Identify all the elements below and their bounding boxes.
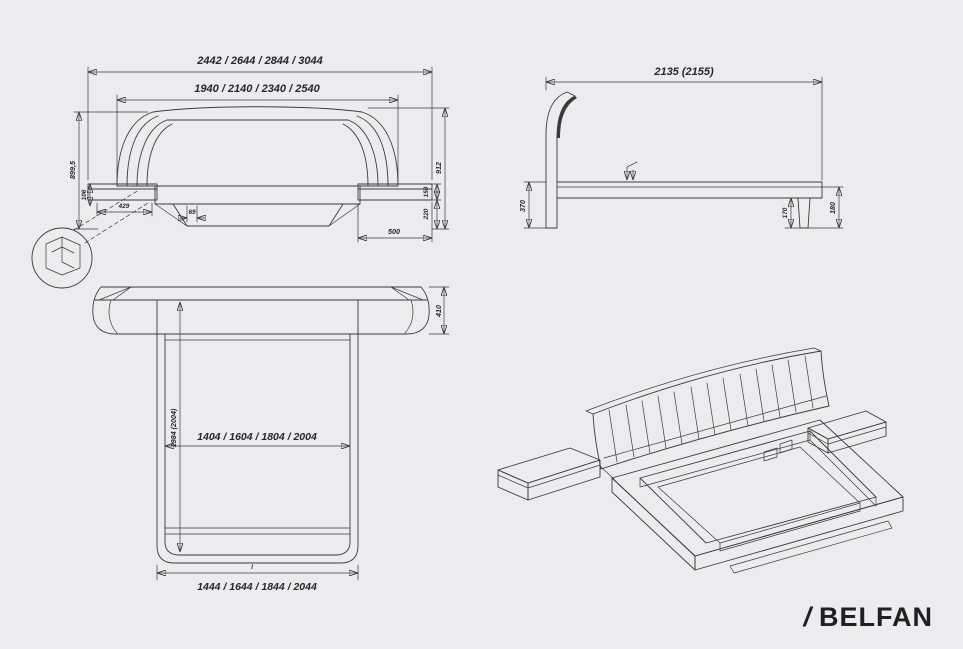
dim-headboard-width: 1940 / 2140 / 2340 / 2540 bbox=[116, 83, 399, 183]
dim-inner-length-label: 1984 (2004) bbox=[169, 408, 178, 447]
dim-nightstand-width-left-label: 429 bbox=[118, 203, 130, 210]
front-view: 2442 / 2644 / 2844 / 3044 1940 / 2140 / … bbox=[68, 55, 450, 243]
dim-rail-height: 370 bbox=[518, 181, 547, 229]
isometric-view bbox=[497, 347, 904, 574]
dim-height-left: 899,5 bbox=[68, 111, 149, 230]
front-headboard bbox=[116, 106, 399, 187]
dim-height-right-label: 912 bbox=[434, 162, 443, 174]
dim-headboard-width-label: 1940 / 2140 / 2340 / 2540 bbox=[194, 83, 320, 95]
dim-nightstand-gap: 106 bbox=[81, 183, 90, 207]
dim-height-left-label: 899,5 bbox=[68, 160, 77, 179]
dim-inner-width-label: 1404 / 1604 / 1804 / 2004 bbox=[197, 431, 317, 443]
dim-inner-width: 1404 / 1604 / 1804 / 2004 bbox=[164, 431, 351, 446]
detail-callout bbox=[31, 189, 149, 289]
dim-outer-width-label: 1444 / 1644 / 1844 / 2044 bbox=[197, 581, 317, 593]
dim-inner-length: 1984 (2004) bbox=[169, 301, 180, 553]
front-bed-frame bbox=[154, 185, 361, 227]
dim-clearance-height-label: 220 bbox=[423, 208, 430, 220]
dim-rail-height-label: 370 bbox=[518, 200, 527, 212]
iso-corner-brackets bbox=[763, 439, 793, 462]
iso-bed-frame bbox=[611, 419, 904, 571]
side-headboard bbox=[545, 91, 577, 229]
dim-center-mark-label: l bbox=[251, 564, 253, 571]
dim-length: 2135 (2155) bbox=[545, 66, 823, 181]
side-ledge-arrows bbox=[627, 161, 638, 181]
dim-foot-height: 180 bbox=[807, 186, 844, 229]
iso-nightstand-right bbox=[807, 410, 887, 454]
dim-leg-height-label: 170 bbox=[782, 207, 789, 218]
dim-height-right: 912 bbox=[367, 107, 450, 230]
iso-nightstand-left bbox=[497, 447, 615, 501]
side-view: 2135 (2155) 370 170 180 bbox=[518, 66, 844, 229]
side-rail bbox=[556, 181, 823, 199]
dim-nightstand-height-label: 150 bbox=[423, 186, 430, 197]
dim-outer-width: l 1444 / 1644 / 1844 / 2044 bbox=[156, 564, 359, 593]
brand-name: BELFAN bbox=[819, 602, 933, 632]
side-leg bbox=[797, 197, 811, 229]
dim-overall-width-label: 2442 / 2644 / 2844 / 3044 bbox=[196, 55, 322, 67]
iso-base-platform bbox=[657, 446, 893, 574]
dim-headboard-depth-label: 410 bbox=[434, 305, 443, 318]
dim-nightstand-width-left: 429 bbox=[96, 202, 153, 217]
dim-nightstand-width-right-label: 500 bbox=[388, 227, 400, 236]
brand-logo: /BELFAN bbox=[803, 602, 933, 633]
dim-base-offset: 69 bbox=[179, 205, 205, 223]
dim-headboard-depth: 410 bbox=[428, 286, 450, 335]
top-headboard bbox=[92, 286, 430, 335]
brand-slash: / bbox=[803, 602, 812, 632]
top-bed-frame bbox=[156, 299, 359, 564]
top-view: 410 1984 (2004) 1404 / 1604 / 1804 / 200… bbox=[92, 286, 450, 593]
dim-nightstand-width-right: 500 bbox=[357, 201, 433, 243]
dim-leg-height: 170 bbox=[782, 197, 801, 229]
iso-headboard-slats bbox=[608, 355, 814, 463]
dim-length-label: 2135 (2155) bbox=[653, 66, 714, 78]
dim-foot-height-label: 180 bbox=[828, 202, 837, 214]
dim-clearance-height: 220 bbox=[423, 199, 437, 230]
iso-headboard bbox=[585, 347, 830, 470]
front-nightstand-right bbox=[357, 183, 433, 201]
dim-nightstand-gap-label: 106 bbox=[81, 189, 88, 200]
dim-overall-width: 2442 / 2644 / 2844 / 3044 bbox=[87, 55, 433, 181]
dim-base-offset-label: 69 bbox=[188, 209, 196, 216]
